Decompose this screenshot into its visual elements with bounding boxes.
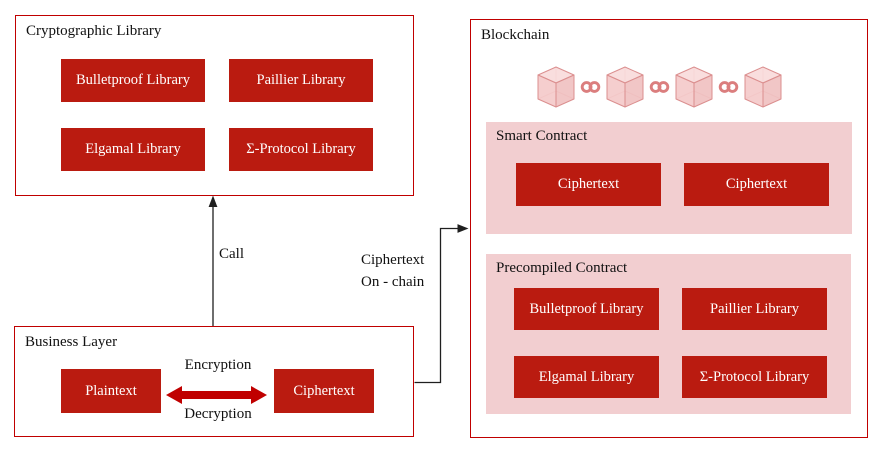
crypto-paillier-library-box: Paillier Library: [229, 59, 373, 102]
block-cube-icon: [744, 66, 782, 108]
block-cube-icon: [537, 66, 575, 108]
precompiled-bulletproof-library-box: Bulletproof Library: [514, 288, 659, 330]
chain-link-icon: [718, 81, 739, 93]
smart-contract-ciphertext-box: Ciphertext: [516, 163, 661, 206]
chain-link-icon: [580, 81, 601, 93]
precompiled-contract-panel: Precompiled Contract Bulletproof Library…: [486, 254, 851, 414]
block-chain-row: [537, 66, 782, 108]
business-layer-title: Business Layer: [25, 334, 118, 350]
precompiled-paillier-library-box: Paillier Library: [682, 288, 827, 330]
call-arrow: [208, 195, 218, 326]
call-arrow-label: Call: [219, 246, 244, 262]
decryption-label: Decryption: [184, 406, 252, 422]
crypto-bulletproof-library-box: Bulletproof Library: [61, 59, 205, 102]
crypto-elgamal-library-box: Elgamal Library: [61, 128, 205, 171]
smart-contract-ciphertext-box: Ciphertext: [684, 163, 829, 206]
ciphertext-box: Ciphertext: [274, 369, 374, 413]
cryptographic-library-panel: Cryptographic Library Bulletproof Librar…: [15, 15, 414, 196]
block-cube-icon: [675, 66, 713, 108]
precompiled-elgamal-library-box: Elgamal Library: [514, 356, 659, 398]
onchain-arrow-label: Ciphertext On - chain: [361, 249, 424, 293]
smart-contract-panel: Smart Contract Ciphertext Ciphertext: [486, 122, 852, 234]
blockchain-panel: Blockchain: [470, 19, 868, 438]
precompiled-contract-title: Precompiled Contract: [496, 260, 628, 276]
business-layer-panel: Business Layer Plaintext Ciphertext Encr…: [14, 326, 414, 437]
onchain-label-line1: Ciphertext: [361, 252, 425, 268]
onchain-label-line2: On - chain: [361, 274, 425, 290]
plaintext-box: Plaintext: [61, 369, 161, 413]
chain-link-icon: [649, 81, 670, 93]
precompiled-sigma-protocol-library-box: Σ-Protocol Library: [682, 356, 827, 398]
smart-contract-title: Smart Contract: [496, 128, 588, 144]
cryptographic-library-title: Cryptographic Library: [26, 23, 162, 39]
crypto-sigma-protocol-library-box: Σ-Protocol Library: [229, 128, 373, 171]
encryption-label: Encryption: [184, 357, 252, 373]
blockchain-title: Blockchain: [481, 27, 550, 43]
block-cube-icon: [606, 66, 644, 108]
onchain-arrow: [414, 224, 469, 384]
